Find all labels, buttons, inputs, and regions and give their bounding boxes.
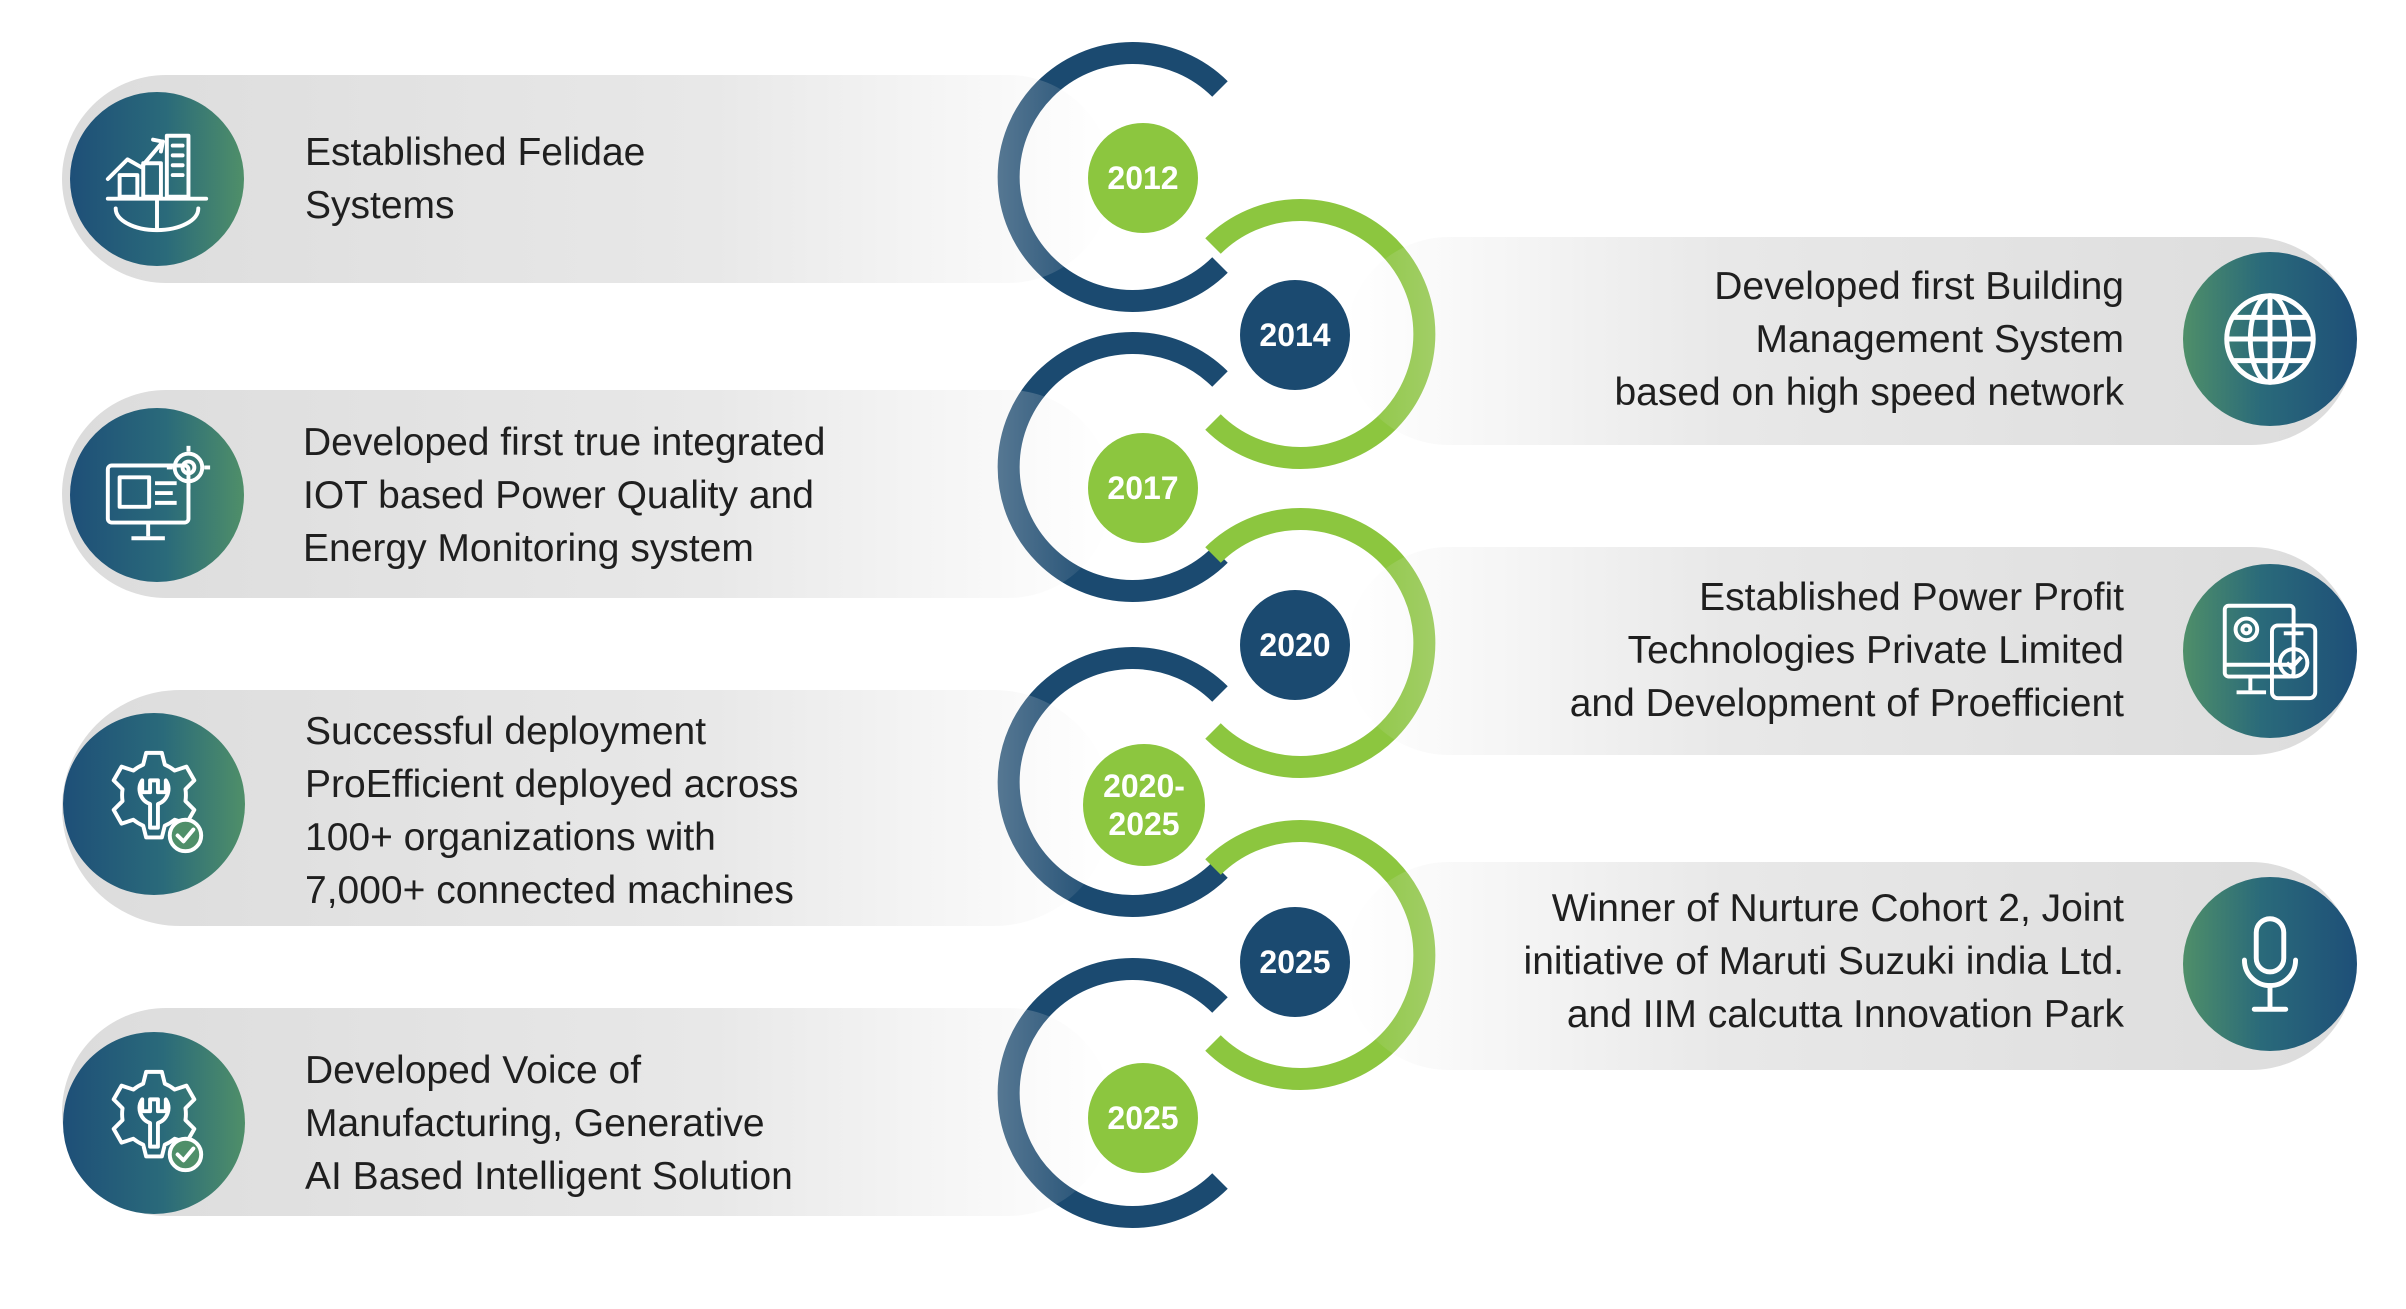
- milestone-text-2017: Developed first true integrated IOT base…: [303, 421, 826, 570]
- gear-wrench-check-icon: [111, 750, 204, 854]
- devices-gear-icon: [2222, 603, 2318, 701]
- icon-badge-2025-voice: [63, 1032, 245, 1214]
- milestone-text-2014: Developed first Building Management Syst…: [1614, 265, 2124, 414]
- icon-badge-2017: [70, 408, 244, 582]
- icon-badge-2020: [2183, 564, 2357, 738]
- milestone-text-2025-voice: Developed Voice of Manufacturing, Genera…: [305, 1049, 793, 1198]
- icon-badge-2012: [70, 92, 244, 266]
- icon-badge-2014: [2183, 252, 2357, 426]
- globe-icon: [2224, 293, 2316, 385]
- icon-badge-2025-nurture: [2183, 877, 2357, 1051]
- milestone-text-2020: Established Power Profit Technologies Pr…: [1569, 576, 2124, 725]
- year-badge-2014: 2014: [1240, 280, 1350, 390]
- growth-chart-icon: [105, 133, 209, 233]
- year-badge-2025-voice: 2025: [1088, 1063, 1198, 1173]
- year-badge-2020: 2020: [1240, 590, 1350, 700]
- gear-wrench-check-icon: [111, 1069, 204, 1173]
- year-badge-2025-nurture: 2025: [1240, 907, 1350, 1017]
- microphone-icon: [2241, 916, 2299, 1012]
- milestone-text-2012: Established Felidae Systems: [305, 131, 646, 227]
- monitor-gear-icon: [105, 445, 211, 541]
- year-badge-2012: 2012: [1088, 123, 1198, 233]
- milestone-text-2025-nurture: Winner of Nurture Cohort 2, Joint initia…: [1523, 887, 2124, 1036]
- icon-badge-2020-2025: [63, 713, 245, 895]
- year-badge-2017: 2017: [1088, 433, 1198, 543]
- year-badge-2020-2025: 2020- 2025: [1083, 744, 1205, 866]
- milestone-text-2020-2025: Successful deployment ProEfficient deplo…: [305, 710, 799, 912]
